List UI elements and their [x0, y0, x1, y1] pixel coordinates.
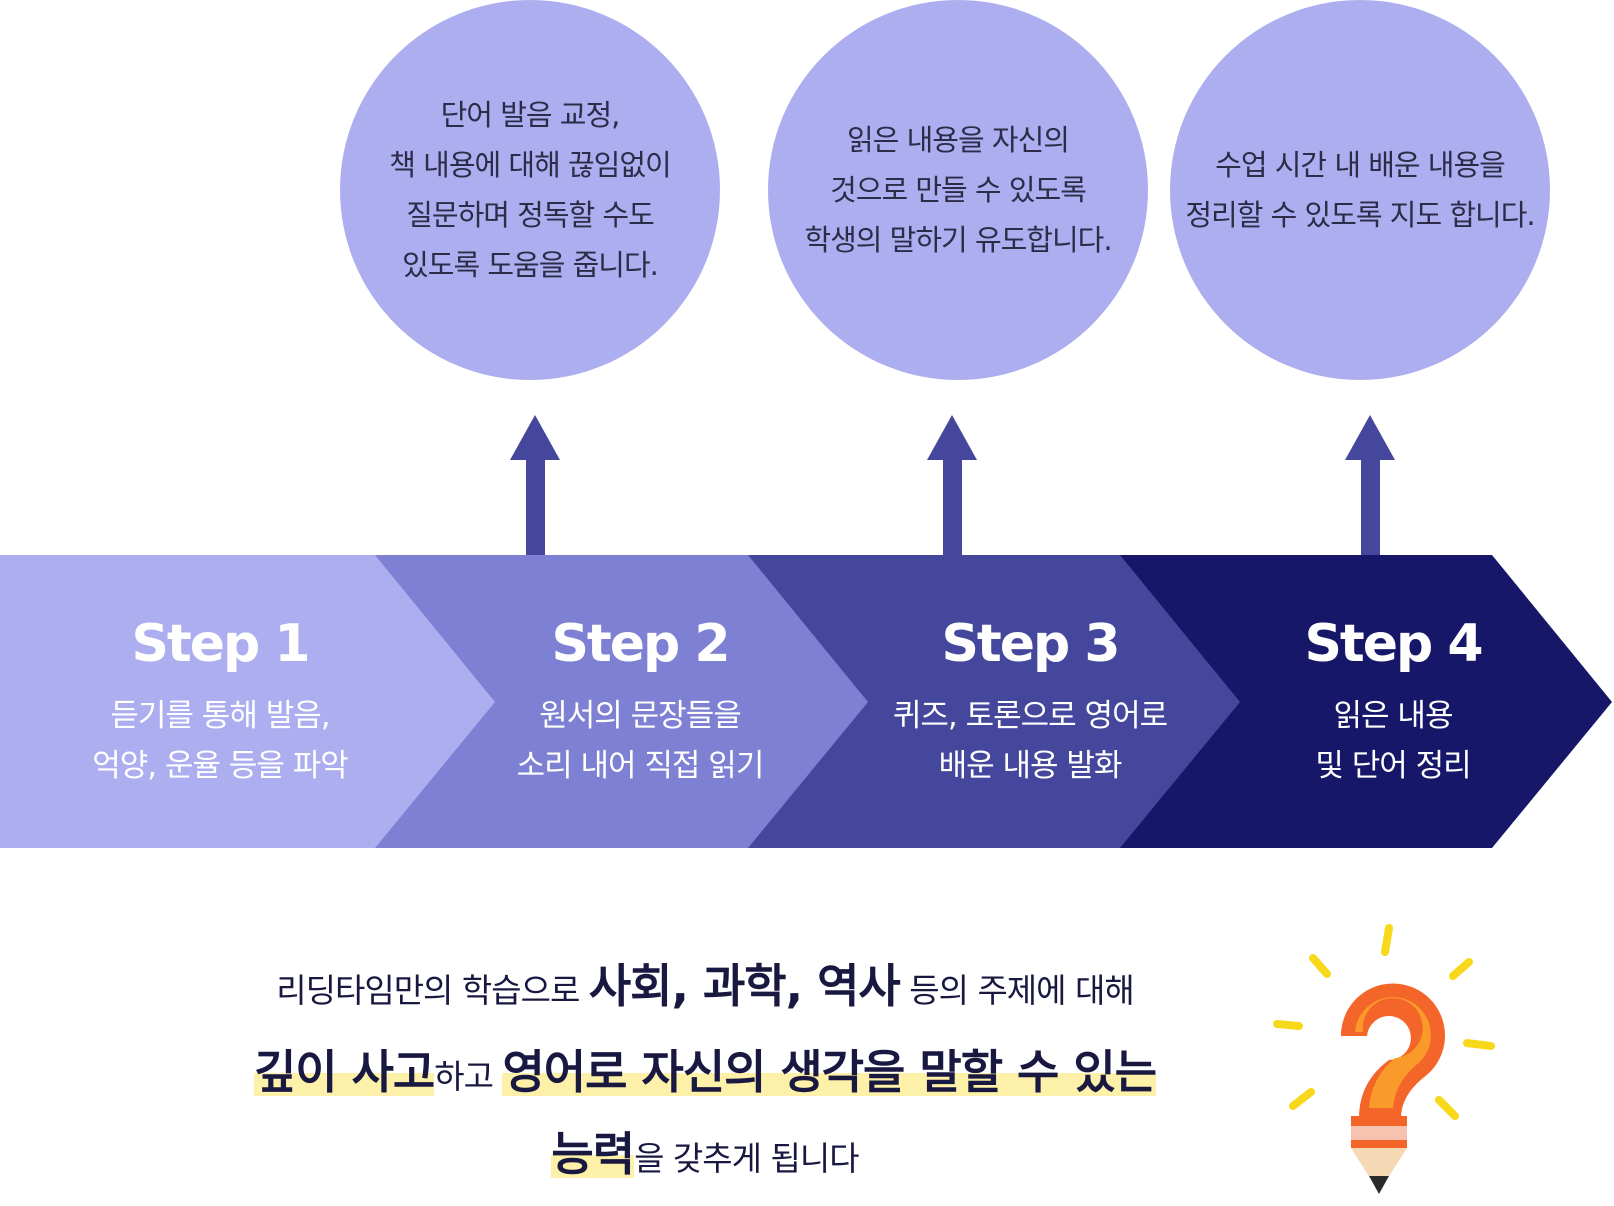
circle-text-line: 질문하며 정독할 수도 [406, 198, 655, 232]
step-description: 퀴즈, 토론으로 영어로 배운 내용 발화 [892, 691, 1168, 791]
summary-text: 하고 [434, 1057, 503, 1096]
step-description-line: 소리 내어 직접 읽기 [516, 748, 765, 784]
step-description-line: 듣기를 통해 발음, [110, 698, 330, 734]
summary-line-2: 깊이 사고하고 영어로 자신의 생각을 말할 수 있는 [150, 1036, 1260, 1102]
steps-band [0, 555, 1612, 848]
step-description-line: 퀴즈, 토론으로 영어로 [892, 698, 1168, 734]
circle-text-line: 것으로 만들 수 있도록 [830, 173, 1087, 207]
step-2: Step 2 원서의 문장들을 소리 내어 직접 읽기 [440, 555, 840, 848]
step4-detail-circle: 수업 시간 내 배운 내용을 정리할 수 있도록 지도 합니다. [1170, 0, 1550, 380]
circle-text-line: 수업 시간 내 배운 내용을 [1215, 148, 1506, 182]
circle-text-line: 단어 발음 교정, [440, 98, 621, 132]
step-title: Step 4 [1304, 614, 1483, 674]
summary-text: 등의 주제에 대해 [899, 971, 1135, 1010]
circle-text-line: 읽은 내용을 자신의 [847, 123, 1070, 157]
summary-highlight: 깊이 사고 [253, 1045, 435, 1099]
step4-chevron [1115, 555, 1612, 848]
step-3: Step 3 퀴즈, 토론으로 영어로 배운 내용 발화 [830, 555, 1230, 848]
step3-detail-circle: 읽은 내용을 자신의 것으로 만들 수 있도록 학생의 말하기 유도합니다. [768, 0, 1148, 380]
circle-text-line: 있도록 도움을 줍니다. [402, 248, 659, 282]
step-4: Step 4 읽은 내용 및 단어 정리 [1193, 555, 1593, 848]
summary-text: 을 갖추게 됩니다 [634, 1139, 859, 1178]
step-description: 읽은 내용 및 단어 정리 [1315, 691, 1471, 791]
step3-chevron [745, 555, 1240, 848]
step-title: Step 1 [131, 614, 310, 674]
summary-line-1: 리딩타임만의 학습으로 사회, 과학, 역사 등의 주제에 대해 [150, 950, 1260, 1016]
step-description: 원서의 문장들을 소리 내어 직접 읽기 [516, 691, 765, 791]
step-description-line: 배운 내용 발화 [938, 748, 1123, 784]
question-pencil-icon [1273, 924, 1495, 1194]
step2-chevron [375, 555, 868, 848]
summary-text: 리딩타임만의 학습으로 [276, 971, 589, 1010]
summary-highlight: 능력 [551, 1127, 635, 1181]
up-arrow-icon [510, 415, 560, 555]
step-1: Step 1 듣기를 통해 발음, 억양, 운율 등을 파악 [20, 555, 420, 848]
step-title: Step 2 [551, 614, 730, 674]
circle-text-line: 정리할 수 있도록 지도 합니다. [1185, 198, 1535, 232]
summary-emphasis: 사회, 과학, 역사 [588, 959, 901, 1013]
step2-detail-circle: 단어 발음 교정, 책 내용에 대해 끊임없이 질문하며 정독할 수도 있도록 … [340, 0, 720, 380]
up-arrow-icon [927, 415, 977, 555]
summary-highlight: 영어로 자신의 생각을 말할 수 있는 [502, 1045, 1157, 1099]
step-description-line: 읽은 내용 [1333, 698, 1454, 734]
circle-text-line: 책 내용에 대해 끊임없이 [389, 148, 671, 182]
step-description-line: 원서의 문장들을 [539, 698, 741, 734]
up-arrows [510, 415, 1395, 555]
summary-line-3: 능력을 갖추게 됩니다 [150, 1118, 1260, 1184]
step1-chevron [0, 555, 495, 848]
up-arrow-icon [1345, 415, 1395, 555]
step-description-line: 억양, 운율 등을 파악 [92, 748, 349, 784]
step-description-line: 및 단어 정리 [1315, 748, 1471, 784]
step-title: Step 3 [941, 614, 1120, 674]
step-description: 듣기를 통해 발음, 억양, 운율 등을 파악 [92, 691, 349, 791]
circle-text-line: 학생의 말하기 유도합니다. [804, 223, 1112, 257]
